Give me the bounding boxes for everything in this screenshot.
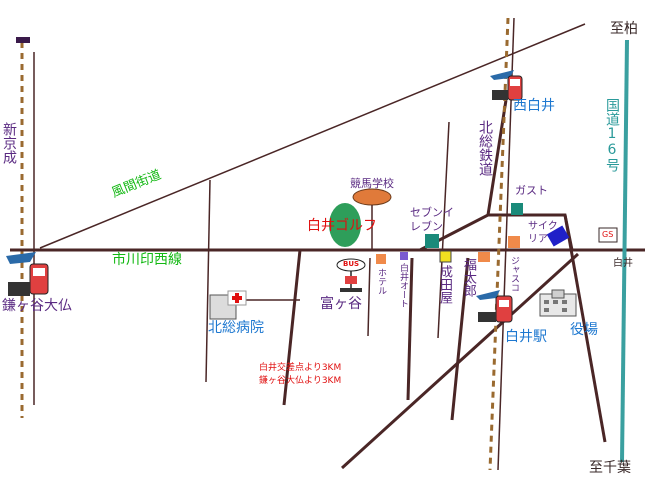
cycle-ria-marker	[508, 236, 520, 248]
distance-note-2: 鎌ヶ谷大仏より3KM	[259, 376, 342, 386]
fukutaro-marker	[478, 252, 490, 262]
distance-note-1: 白井交差点より3KM	[259, 363, 342, 373]
naritaya-marker	[439, 250, 452, 263]
nishi-shiroi-label: 西白井	[513, 98, 555, 114]
road-vertical-1	[205, 179, 211, 383]
seven-eleven-label: セブンイレブン	[410, 206, 458, 234]
to-kashiwa-label: 至柏	[610, 21, 638, 37]
nishi-shiroi-station-icon	[490, 70, 523, 101]
to-chiba-label: 至千葉	[589, 460, 631, 476]
yakuba-label: 役場	[570, 322, 598, 338]
shiroi-station-icon	[476, 290, 513, 323]
cycle-ria-sign	[546, 225, 570, 247]
gs-label: GS	[602, 230, 614, 239]
route16-road	[620, 39, 629, 463]
shiroi-auto-marker	[400, 252, 408, 260]
road-vertical-3	[367, 257, 371, 337]
naritaya-label: 成田屋	[437, 265, 452, 304]
keiba-gakko-marker	[352, 188, 392, 206]
shiroi-crossing-label: 白井	[613, 258, 633, 269]
road-hospital	[282, 249, 302, 406]
hospital-icon	[209, 290, 247, 320]
hokuso-railway-label: 北総鉄道	[477, 120, 493, 176]
gs-marker	[598, 227, 618, 243]
town-office-icon	[539, 289, 577, 317]
route16-label: 国道16号	[604, 98, 620, 172]
road-vertical-2	[437, 121, 450, 339]
seven-eleven-marker	[425, 234, 439, 248]
road-south-1	[406, 257, 414, 401]
hotel-label: ホテル	[376, 268, 386, 295]
cycle-ria-label: サイクリア	[528, 220, 558, 246]
shiroi-auto-label: 白井オート	[398, 263, 408, 308]
railway-end-marker	[16, 37, 30, 43]
kamagaya-daibutsu-label: 鎌ヶ谷大仏	[2, 298, 72, 314]
kazama-kaido-road	[39, 23, 586, 249]
tomigaya-label: 富ヶ谷	[320, 296, 362, 312]
gusto-marker	[511, 203, 523, 215]
cycle-ria-label-text: サイクリア	[528, 221, 558, 245]
road-yakuba	[563, 214, 607, 443]
hotel-marker	[376, 254, 386, 264]
jusco-label: ジャスコ	[509, 256, 519, 292]
fukutaro-label: 福太郎	[461, 258, 476, 297]
road-to-chiba-diagonal	[340, 252, 580, 470]
golf-course-marker	[329, 203, 361, 247]
hokuso-railway	[488, 17, 510, 471]
bus-label: BUS	[343, 260, 360, 268]
gusto-label: ガスト	[515, 184, 548, 197]
keiba-gakko-label: 競馬学校	[350, 177, 394, 190]
seven-eleven-label-text: セブンイレブン	[410, 206, 454, 233]
shiroi-station-label: 白井駅	[505, 329, 547, 345]
shiroi-golf-label: 白井ゴルフ	[307, 218, 377, 234]
hokuso-hospital-label: 北総病院	[208, 320, 264, 336]
bus-stop-icon	[336, 258, 366, 292]
road-south-2	[450, 257, 470, 421]
ichikawa-inzai-label: 市川印西線	[112, 252, 182, 268]
shin-keisei-label: 新京成	[1, 122, 17, 164]
kamagaya-daibutsu-station-icon	[6, 252, 49, 296]
